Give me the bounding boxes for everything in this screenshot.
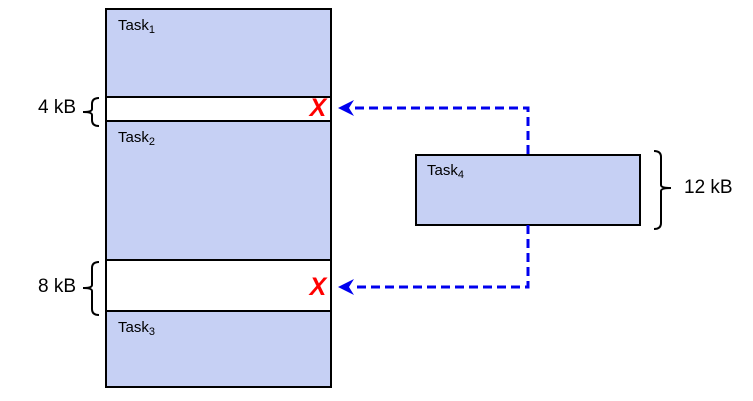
task4-subscript: 4 — [457, 169, 464, 181]
brace-8kb — [82, 261, 100, 316]
dashed-arrow-to-8kb-gap — [352, 225, 530, 289]
arrowhead-8kb-icon — [338, 279, 354, 295]
memory-column: Task1 Task2 Task3 — [105, 8, 332, 388]
brace-12kb — [653, 150, 672, 230]
incoming-task4-box: Task4 — [415, 154, 641, 226]
gap-8kb-size-label: 8 kB — [37, 276, 76, 297]
task1-block: Task1 — [107, 10, 330, 98]
task2-subscript: 2 — [148, 136, 155, 148]
free-gap-4kb — [107, 98, 330, 120]
task1-name: Task — [118, 17, 149, 34]
task2-block: Task2 — [107, 120, 330, 261]
task2-name: Task — [118, 129, 149, 146]
brace-4kb — [82, 97, 100, 127]
task1-label: Task1 — [118, 17, 155, 36]
reject-x-4kb-icon: X — [309, 94, 327, 122]
reject-x-8kb-icon: X — [309, 273, 327, 301]
task3-name: Task — [118, 319, 149, 336]
task3-subscript: 3 — [148, 326, 155, 338]
task2-label: Task2 — [118, 129, 155, 148]
dashed-arrow-to-4kb-gap — [352, 106, 530, 154]
task4-name: Task — [427, 162, 458, 179]
task4-label: Task4 — [427, 162, 464, 181]
gap-4kb-size-label: 4 kB — [37, 97, 76, 118]
task4-size-label: 12 kB — [684, 177, 733, 198]
free-gap-8kb — [107, 261, 330, 310]
task3-block: Task3 — [107, 310, 330, 386]
arrowhead-4kb-icon — [338, 100, 354, 116]
task3-label: Task3 — [118, 319, 155, 338]
task1-subscript: 1 — [148, 24, 155, 36]
